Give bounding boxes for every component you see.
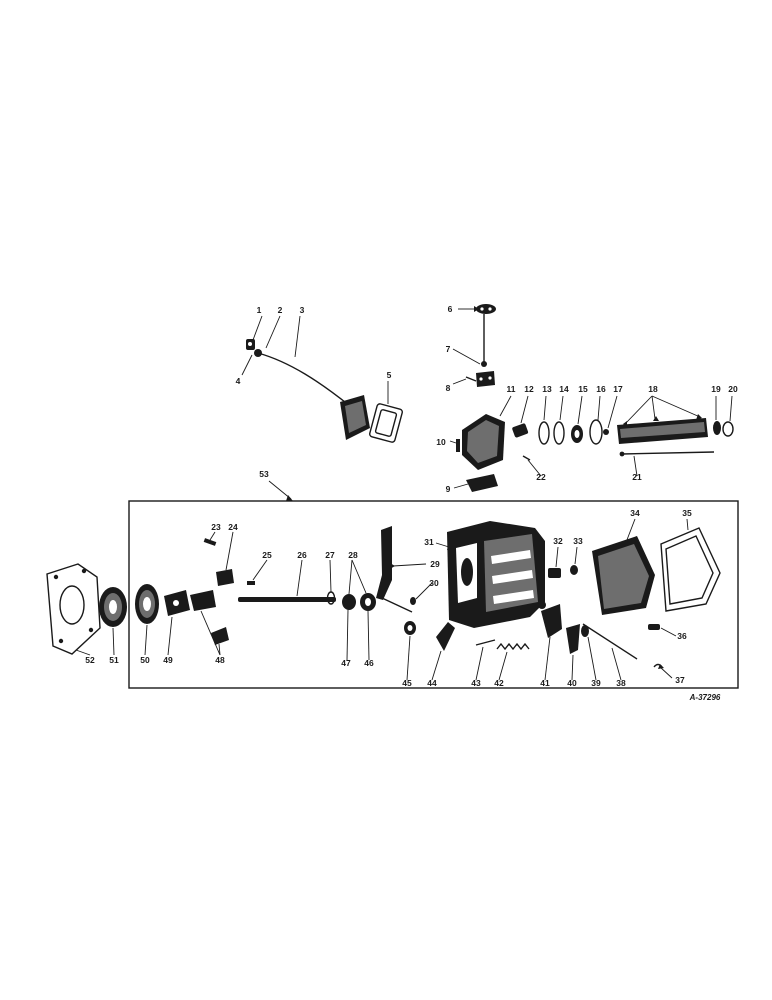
callout-33: 33	[573, 536, 583, 546]
callout-39: 39	[591, 678, 601, 688]
callout-34: 34	[630, 508, 640, 518]
callout-11: 11	[507, 384, 516, 394]
callout-25: 25	[262, 550, 272, 560]
callout-12: 12	[524, 384, 534, 394]
callout-50: 50	[140, 655, 150, 665]
callout-10: 10	[436, 437, 446, 447]
callout-46: 46	[364, 658, 374, 668]
callout-15: 15	[578, 384, 588, 394]
transmission-case-parts	[404, 521, 721, 668]
callout-28: 28	[348, 550, 358, 560]
callout-3: 3	[300, 305, 305, 315]
drive-end-parts	[46, 526, 416, 655]
callout-32: 32	[553, 536, 563, 546]
callout-5: 5	[387, 370, 392, 380]
callout-31: 31	[424, 537, 434, 547]
callout-6: 6	[448, 304, 453, 314]
callout-16: 16	[596, 384, 606, 394]
callout-19: 19	[711, 384, 721, 394]
callout-4: 4	[236, 376, 241, 386]
callout-27: 27	[325, 550, 335, 560]
callout-36: 36	[677, 631, 687, 641]
arrowheads	[286, 306, 702, 669]
pedal-assembly	[246, 339, 403, 443]
callout-47: 47	[341, 658, 351, 668]
callout-23: 23	[211, 522, 221, 532]
callout-49: 49	[163, 655, 173, 665]
drawing-code: A-37296	[689, 693, 721, 702]
callout-17: 17	[613, 384, 623, 394]
callout-37: 37	[675, 675, 685, 685]
callout-40: 40	[567, 678, 577, 688]
callout-41: 41	[540, 678, 550, 688]
callout-42: 42	[494, 678, 504, 688]
callout-30: 30	[429, 578, 439, 588]
callout-14: 14	[559, 384, 569, 394]
callout-53: 53	[259, 469, 269, 479]
callout-26: 26	[297, 550, 307, 560]
callout-52: 52	[85, 655, 95, 665]
callout-51: 51	[109, 655, 119, 665]
leader-lines	[75, 308, 733, 681]
callout-13: 13	[542, 384, 552, 394]
callout-8: 8	[446, 383, 451, 393]
assembly-frame	[128, 500, 739, 689]
callout-22: 22	[536, 472, 546, 482]
callout-7: 7	[446, 344, 451, 354]
callout-2: 2	[278, 305, 283, 315]
callout-9: 9	[446, 484, 451, 494]
callout-1: 1	[257, 305, 262, 315]
callout-21: 21	[632, 472, 642, 482]
callout-45: 45	[402, 678, 412, 688]
callout-35: 35	[682, 508, 692, 518]
callout-44: 44	[427, 678, 437, 688]
callout-20: 20	[728, 384, 738, 394]
callout-labels: 1 2 3 4 5 6 7 8 9 10 11 12 13 14 15 16 1…	[85, 304, 738, 702]
callout-18: 18	[648, 384, 658, 394]
callout-38: 38	[616, 678, 626, 688]
callout-43: 43	[471, 678, 481, 688]
callout-24: 24	[228, 522, 238, 532]
callout-29: 29	[430, 559, 440, 569]
shifter-housing-assembly	[456, 304, 734, 492]
callout-48: 48	[215, 655, 225, 665]
